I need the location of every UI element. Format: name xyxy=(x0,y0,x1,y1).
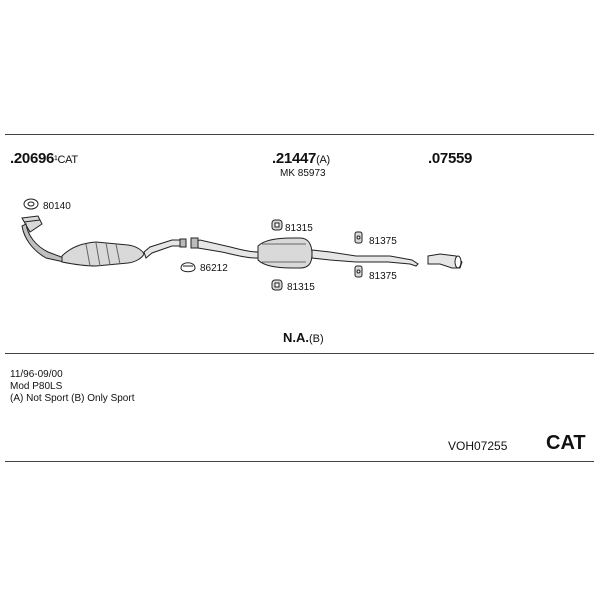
note-line-2: Mod P80LS xyxy=(10,381,63,392)
accessory-81375-top: 81375 xyxy=(369,236,397,247)
front-part-suffix: ¹CAT xyxy=(54,154,78,166)
front-part-number: .20696 xyxy=(10,150,55,167)
note-line-3: (A) Not Sport (B) Only Sport xyxy=(10,393,135,404)
note-line-1: 11/96-09/00 xyxy=(10,369,63,380)
rear-part-number: .07559 xyxy=(428,150,473,167)
middle-part-number: .21447 xyxy=(272,150,317,167)
na-suffix: (B) xyxy=(309,333,324,345)
clamp-86212-icon xyxy=(180,262,196,273)
hanger-81375-top-icon xyxy=(354,231,363,244)
hanger-81315-bottom-icon xyxy=(271,279,283,291)
front-part-label: .20696¹CAT xyxy=(10,150,78,167)
middle-part-sub: MK 85973 xyxy=(280,168,326,179)
cat-label: CAT xyxy=(546,432,586,454)
na-main: N.A. xyxy=(283,330,309,345)
middle-part-label: .21447(A) xyxy=(272,150,330,167)
front-pipe-with-catalyst xyxy=(21,215,187,267)
hanger-81315-top-icon xyxy=(271,219,283,231)
accessory-80140: 80140 xyxy=(43,201,71,212)
kit-code: VOH07255 xyxy=(448,439,508,453)
accessory-86212: 86212 xyxy=(200,263,228,274)
hanger-81375-bottom-icon xyxy=(354,265,363,278)
section-divider xyxy=(5,353,594,354)
diagram-frame xyxy=(5,134,594,462)
middle-silencer-pipe xyxy=(190,237,419,269)
middle-part-suffix: (A) xyxy=(316,154,330,166)
accessory-81375-bottom: 81375 xyxy=(369,271,397,282)
accessory-81315-top: 81315 xyxy=(285,223,313,234)
accessory-81315-bottom: 81315 xyxy=(287,282,315,293)
na-label: N.A.(B) xyxy=(283,330,324,345)
tail-pipe xyxy=(427,253,463,269)
gasket-80140-icon xyxy=(23,198,39,210)
